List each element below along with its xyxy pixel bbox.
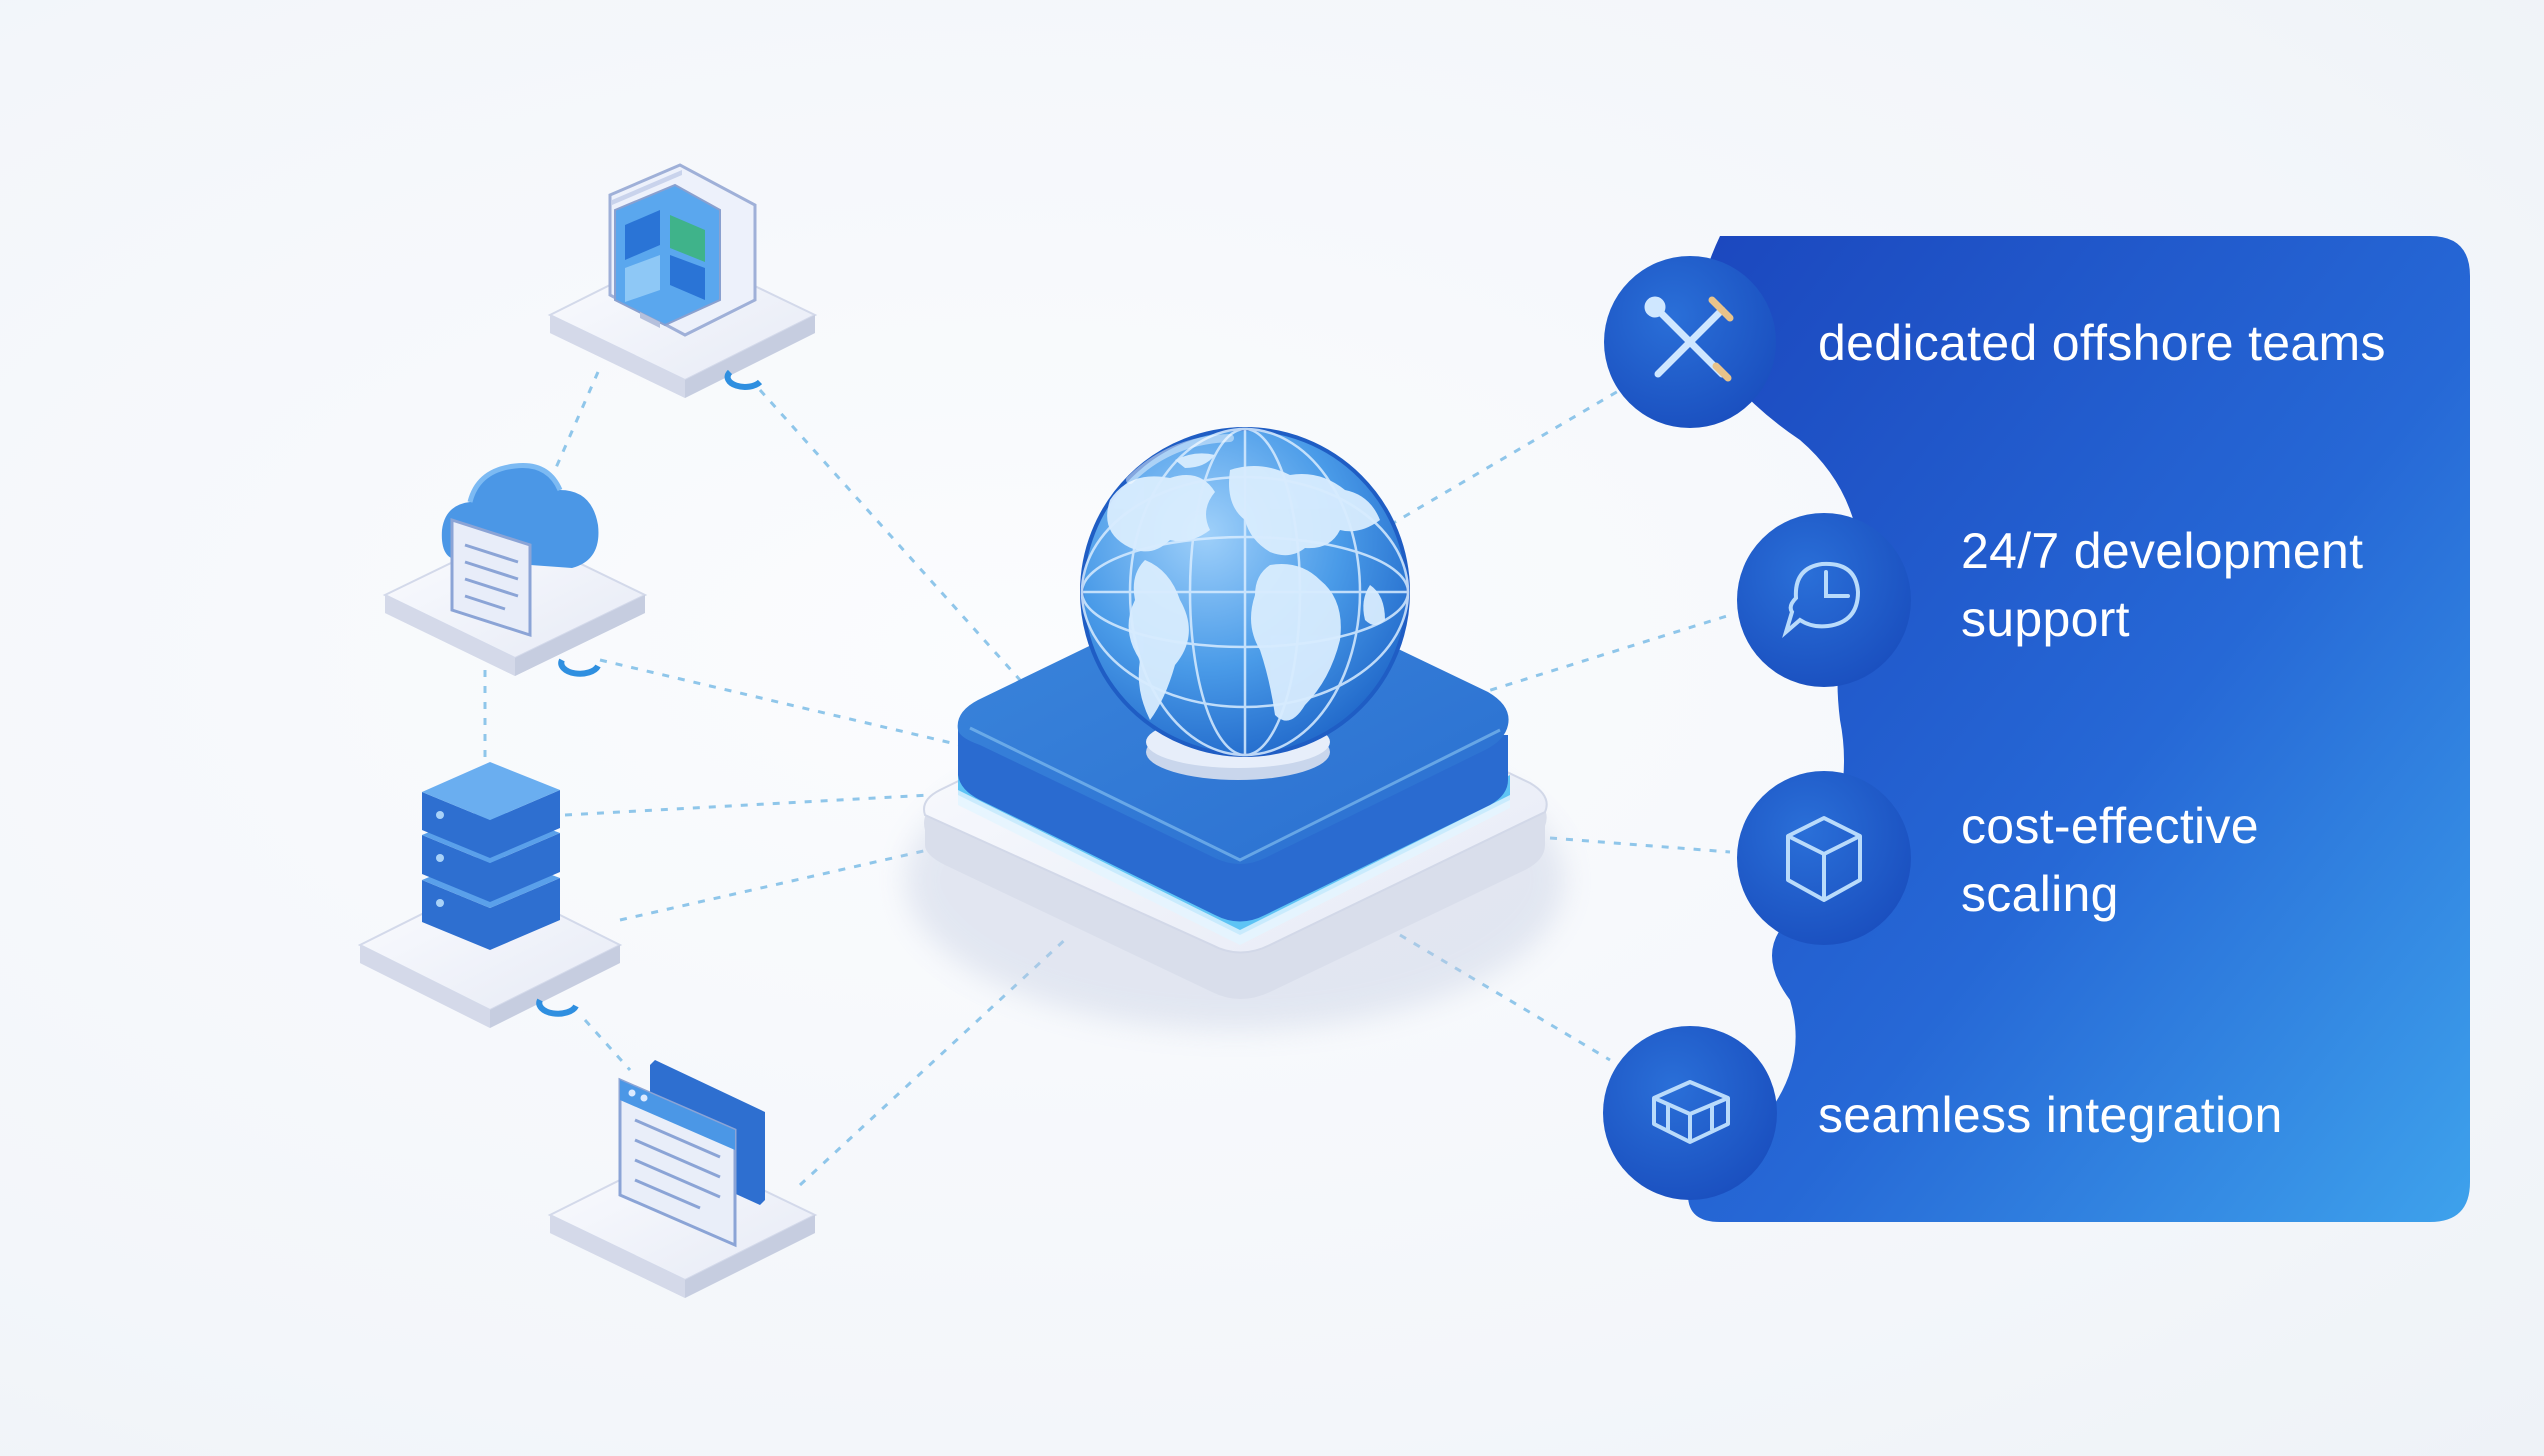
database-server-icon xyxy=(422,762,560,950)
connector-desktop-hub xyxy=(758,388,1022,682)
feature-label-4-line1: seamless integration xyxy=(1818,1087,2283,1143)
feature-icon-circle-3 xyxy=(1737,771,1911,945)
feature-label-3: cost-effective scaling xyxy=(1961,792,2259,928)
connector-database-browser xyxy=(583,1018,632,1072)
cube-icon xyxy=(1786,816,1862,902)
feature-icon-circle-2 xyxy=(1737,513,1911,687)
central-hub xyxy=(905,427,1565,1030)
feature-label-2-line2: support xyxy=(1961,591,2130,647)
feature-icon-circle-1 xyxy=(1604,256,1776,428)
browser-window-icon xyxy=(618,1060,765,1248)
connector-database-hub-lower xyxy=(619,843,951,922)
tools-cross-icon xyxy=(1644,296,1734,382)
connector-hub-feature-3 xyxy=(1549,836,1731,854)
box-frame-icon xyxy=(1652,1080,1730,1144)
desktop-computer-icon xyxy=(608,163,757,337)
feature-label-1-line1: dedicated offshore teams xyxy=(1818,315,2386,371)
feature-label-4: seamless integration xyxy=(1818,1081,2283,1149)
database-node xyxy=(357,762,623,1028)
feature-label-2-line1: 24/7 development xyxy=(1961,523,2364,579)
connector-desktop-cloud xyxy=(553,371,600,471)
connector-hub-feature-1 xyxy=(1389,388,1621,527)
feature-label-2: 24/7 development support xyxy=(1961,517,2363,653)
feature-label-1: dedicated offshore teams xyxy=(1818,309,2386,377)
chat-clock-icon xyxy=(1782,561,1861,638)
feature-label-3-line1: cost-effective xyxy=(1961,798,2259,854)
cloud-document-icon xyxy=(441,463,599,638)
connector-cloud-hub xyxy=(599,658,961,747)
desktop-node xyxy=(547,163,818,398)
connector-hub-feature-2 xyxy=(1474,613,1731,697)
connector-database-hub-upper xyxy=(564,793,931,817)
feature-label-3-line2: scaling xyxy=(1961,866,2119,922)
feature-panel xyxy=(1688,236,2470,1222)
cloud-node xyxy=(382,463,648,677)
globe-icon xyxy=(1080,427,1410,757)
browser-node xyxy=(547,1060,818,1298)
feature-icon-circle-4 xyxy=(1603,1026,1777,1200)
